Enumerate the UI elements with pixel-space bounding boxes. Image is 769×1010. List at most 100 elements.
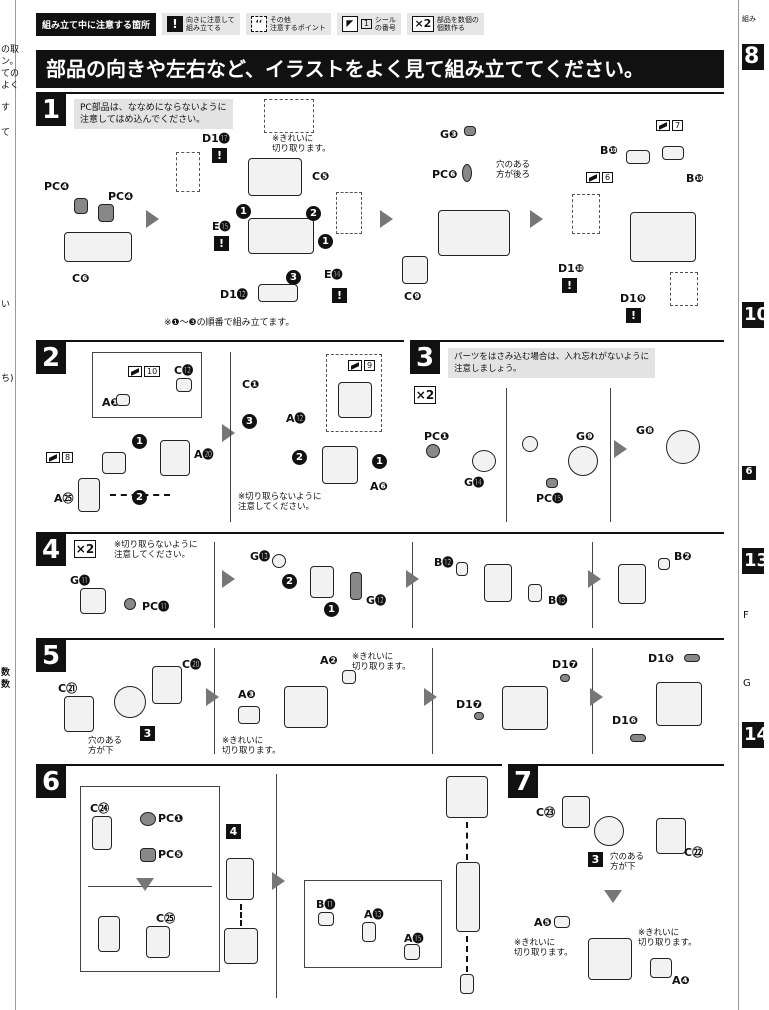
part-label: B❿ (686, 172, 704, 185)
part-label: PC⓯ (536, 492, 564, 505)
part (464, 126, 476, 136)
order-marker: 1 (318, 234, 333, 249)
step-7-panel: 7 C㉓ C㉒ 3 穴のある 方が下 A❺ ※きれいに 切り取ります。 ※きれい… (508, 764, 724, 1002)
part-label: PC❻ (432, 168, 458, 181)
pc-part (140, 848, 156, 862)
part (152, 666, 182, 704)
part-label: A❸ (238, 688, 256, 701)
left-frag: 数 (1, 680, 11, 690)
order-marker: 2 (132, 490, 147, 505)
part-note: ※きれいに 切り取ります。 (272, 134, 331, 154)
exclamation-icon: ! (167, 16, 184, 32)
part (322, 446, 358, 484)
part-label: PC❹ (44, 180, 70, 193)
legend-title: 組み立て中に注意する箇所 (36, 12, 157, 36)
step-3-panel: 3 パーツをはさみ込む場合は、入れ忘れがないように 注意しましょう。 ×2 PC… (410, 340, 724, 526)
step-5-panel: 5 C⓴ C㉑ 穴のある 方が下 3 A❷ ※きれいに 切り取ります。 A❸ ※… (36, 638, 724, 758)
part-label: C㉕ (156, 912, 176, 925)
right-frag: 組み (742, 15, 756, 23)
sticker-ref: 9 (348, 360, 376, 371)
part (522, 436, 538, 452)
left-frag: ち) (1, 374, 14, 384)
part (318, 912, 334, 926)
part-label: D1❼ (552, 658, 579, 671)
part (456, 862, 480, 932)
part-label: C㉑ (58, 682, 78, 695)
body-part (248, 158, 302, 196)
step-footnote: ※❶～❸の順番で組み立てます。 (164, 318, 295, 328)
part-label: PC⓫ (142, 600, 170, 613)
sticker-icon (46, 452, 60, 463)
part-label: A⓬ (286, 412, 306, 425)
divider (230, 352, 231, 522)
part (402, 256, 428, 284)
part-label: A❷ (320, 654, 338, 667)
count-icon: ×2 (411, 16, 434, 32)
step-number: 2 (36, 342, 66, 374)
divider (610, 388, 611, 522)
part (446, 776, 488, 818)
part-label: G❾ (576, 430, 595, 443)
part (456, 562, 468, 576)
exclamation-icon: ! (214, 236, 229, 251)
part-label: D1❻ (648, 652, 675, 665)
order-marker: 1 (372, 454, 387, 469)
assembly-line (466, 936, 468, 972)
part (618, 564, 646, 604)
subassembly-badge: 3 (588, 852, 603, 867)
part (226, 858, 254, 900)
part-label: D1❾ (620, 292, 647, 305)
part (146, 926, 170, 958)
left-frag: の取 (1, 45, 20, 55)
part (272, 554, 286, 568)
part-note: ※きれいに 切り取ります。 (514, 938, 573, 958)
detail-box (336, 192, 362, 234)
part-label: C❻ (72, 272, 90, 285)
flow-arrow (272, 872, 285, 890)
page-title: 部品の向きや左右など、イラストをよく見て組み立ててください。 (36, 50, 724, 88)
subassembly-badge: 4 (226, 824, 241, 839)
frame-part (248, 218, 314, 254)
part-label: D1⓬ (220, 288, 248, 301)
detail-box (264, 99, 314, 133)
part (650, 958, 672, 978)
left-frag: ての (1, 69, 20, 79)
left-frag: 数 (1, 668, 11, 678)
flow-arrow (406, 570, 419, 588)
part (238, 706, 260, 724)
left-frag: す (1, 103, 11, 113)
part-label: E⓮ (324, 268, 343, 281)
right-step-num: 8 (742, 44, 764, 70)
right-frag: G (743, 678, 751, 689)
part-label: B❿ (600, 144, 618, 157)
step-4-panel: 4 ×2 ※切り取らないように 注意してください。 G⓫ PC⓫ G⓭ 2 1 … (36, 532, 724, 632)
part (528, 584, 542, 602)
count-icon: ×2 (74, 540, 96, 558)
frame-part (64, 232, 132, 262)
caution-legend: 組み立て中に注意する箇所 ! 向きに注意して 組み立てる ʻʻ その他 注意する… (36, 12, 484, 36)
part-label: A⓯ (404, 932, 424, 945)
step-number: 4 (36, 534, 66, 566)
part-note: 穴のある 方が下 (610, 852, 645, 872)
part-label: G⓮ (464, 476, 485, 489)
part (502, 686, 548, 730)
ball-part (114, 686, 146, 718)
part-note: 穴のある 方が後ろ (496, 160, 531, 180)
part-label: A❻ (370, 480, 388, 493)
part-note: ※きれいに 切り取ります。 (222, 736, 281, 756)
part-label: B❷ (674, 550, 692, 563)
part (78, 478, 100, 512)
part (80, 588, 106, 614)
part-label: A❶ (102, 396, 120, 409)
part (342, 670, 356, 684)
base-part (258, 284, 298, 302)
sticker-icon (656, 120, 670, 131)
part (666, 430, 700, 464)
left-frag: よく (1, 81, 20, 91)
sticker-ref: 6 (586, 172, 614, 183)
right-page-edge: 組み 8 10 13 14 6 F G (738, 0, 769, 1010)
part-label: G⓭ (250, 550, 271, 563)
part-label: C㉔ (90, 802, 110, 815)
part-label: B⓫ (316, 898, 336, 911)
flow-arrow (604, 890, 622, 903)
